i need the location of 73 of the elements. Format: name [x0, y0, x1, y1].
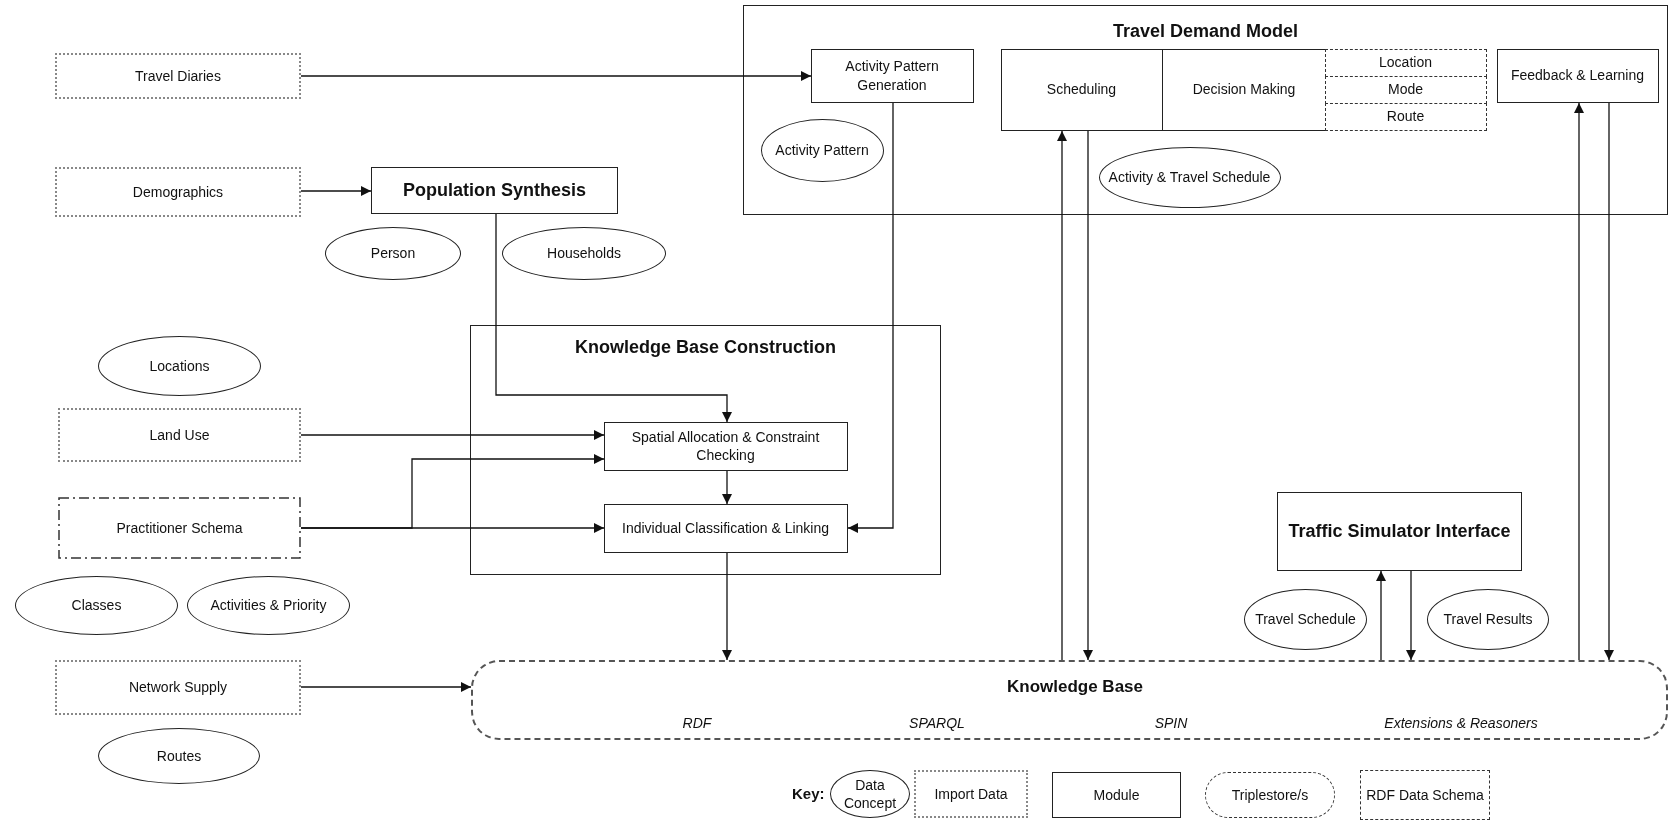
module-box — [1277, 492, 1522, 571]
arrow — [1083, 130, 1093, 661]
module-box — [810, 48, 974, 103]
arrow — [300, 523, 605, 533]
arrow — [300, 71, 812, 81]
node-label: Households — [546, 244, 622, 263]
arrow — [1406, 570, 1416, 661]
module-box — [1161, 48, 1326, 131]
node-label: Classes — [70, 596, 123, 615]
module-box — [371, 167, 618, 214]
node-label: Travel Results — [1442, 610, 1534, 629]
node-label: Spatial Allocation & Constraint Checking — [630, 427, 821, 465]
import-data-box — [55, 167, 301, 217]
arrow — [1604, 102, 1614, 661]
node-label: Mode — [1387, 80, 1424, 99]
legend-label: RDF Data Schema — [1365, 785, 1485, 805]
node-label: Practitioner Schema — [115, 518, 244, 538]
triplestore-box — [471, 660, 1668, 740]
schema-box — [1324, 48, 1487, 77]
arrow — [1574, 102, 1584, 661]
arrow — [300, 430, 605, 440]
container-title: Travel Demand Model — [1111, 20, 1300, 43]
component-label: RDF — [681, 714, 713, 733]
module-box — [603, 421, 848, 471]
arrow — [722, 470, 732, 505]
import-data-box — [58, 408, 301, 462]
arrow — [722, 552, 732, 661]
arrow — [495, 213, 732, 423]
node-label: Land Use — [148, 425, 211, 445]
legend-label: Data Concept — [842, 775, 898, 813]
arrow — [1376, 570, 1386, 661]
module-container — [743, 5, 1668, 215]
schema-box — [1324, 102, 1487, 131]
schema-box — [1324, 75, 1487, 104]
node-label: Network Supply — [127, 678, 228, 697]
node-label: Activities & Priority — [209, 596, 328, 615]
node-label: Traffic Simulator Interface — [1287, 519, 1512, 543]
module-box — [1000, 48, 1163, 131]
module-container — [470, 325, 941, 575]
arrow — [300, 186, 372, 196]
node-label: Person — [369, 244, 417, 263]
node-label: Decision Making — [1191, 80, 1297, 99]
schema-box — [58, 497, 301, 559]
node-label: Activity Pattern — [774, 140, 870, 160]
node-label: Travel Diaries — [134, 66, 222, 86]
arrow — [1057, 130, 1067, 661]
node-label: Feedback & Learning — [1509, 66, 1646, 85]
node-label: Route — [1385, 107, 1426, 126]
node-label: Scheduling — [1045, 80, 1118, 99]
component-label: SPARQL — [908, 714, 966, 733]
import-data-box — [55, 660, 301, 715]
node-label: Population Synthesis — [402, 178, 587, 202]
legend-label: Triplestore/s — [1230, 785, 1310, 805]
node-label: Activity Pattern Generation — [844, 57, 940, 94]
node-label: Activity & Travel Schedule — [1107, 167, 1272, 187]
legend-label: Import Data — [933, 784, 1009, 804]
node-label: Travel Schedule — [1254, 610, 1357, 629]
node-label: Routes — [155, 746, 203, 766]
node-label: Demographics — [131, 182, 225, 202]
node-label: Location — [1378, 53, 1433, 72]
arrow — [847, 102, 894, 533]
legend-label: Module — [1092, 785, 1141, 805]
component-label: Extensions & Reasoners — [1383, 714, 1539, 733]
key-label: Key: — [792, 785, 825, 802]
node-title: Knowledge Base — [1006, 676, 1144, 698]
node-label: Locations — [148, 356, 211, 376]
import-data-box — [55, 53, 301, 99]
container-title: Knowledge Base Construction — [574, 336, 837, 359]
component-label: SPIN — [1153, 714, 1189, 733]
node-label: Individual Classification & Linking — [621, 518, 830, 538]
arrow — [300, 682, 472, 692]
module-box — [603, 503, 848, 553]
module-box — [1496, 48, 1659, 103]
